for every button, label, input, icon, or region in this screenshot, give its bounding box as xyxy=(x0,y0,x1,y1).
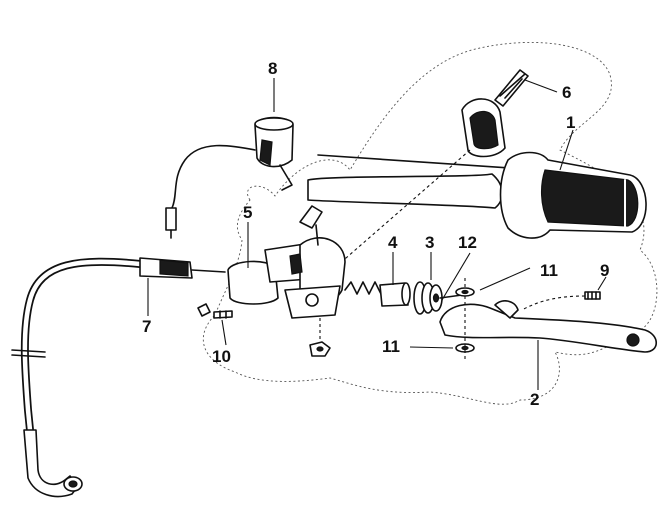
adjuster-screw xyxy=(521,291,601,311)
small-screw xyxy=(197,303,233,319)
callout-9: 9 xyxy=(600,261,609,280)
callout-11-upper: 11 xyxy=(540,261,558,280)
handlebar-clamp xyxy=(314,98,506,286)
background-outline xyxy=(202,41,658,405)
brake-lever xyxy=(439,300,658,353)
callout-5: 5 xyxy=(243,203,252,222)
callout-6: 6 xyxy=(562,83,571,102)
callout-10: 10 xyxy=(212,347,231,366)
callout-1: 1 xyxy=(566,113,575,132)
leader-lines xyxy=(147,78,607,390)
handlebar-grip xyxy=(307,151,647,239)
callout-11-lower: 11 xyxy=(382,337,400,356)
callout-2: 2 xyxy=(530,390,539,409)
rubber-boot xyxy=(413,281,443,315)
lower-nut xyxy=(309,318,331,357)
piston-assembly xyxy=(344,281,411,307)
clamp-screw xyxy=(494,69,529,107)
callout-12: 12 xyxy=(458,233,477,252)
switch-unit xyxy=(165,116,294,239)
callout-7: 7 xyxy=(142,317,151,336)
master-cylinder xyxy=(227,205,346,319)
callout-4: 4 xyxy=(388,233,398,252)
brake-hose xyxy=(11,257,226,498)
callout-3: 3 xyxy=(425,233,434,252)
callout-labels: 1 2 3 4 5 6 7 8 9 10 11 11 12 xyxy=(142,59,609,409)
callout-8: 8 xyxy=(268,59,277,78)
